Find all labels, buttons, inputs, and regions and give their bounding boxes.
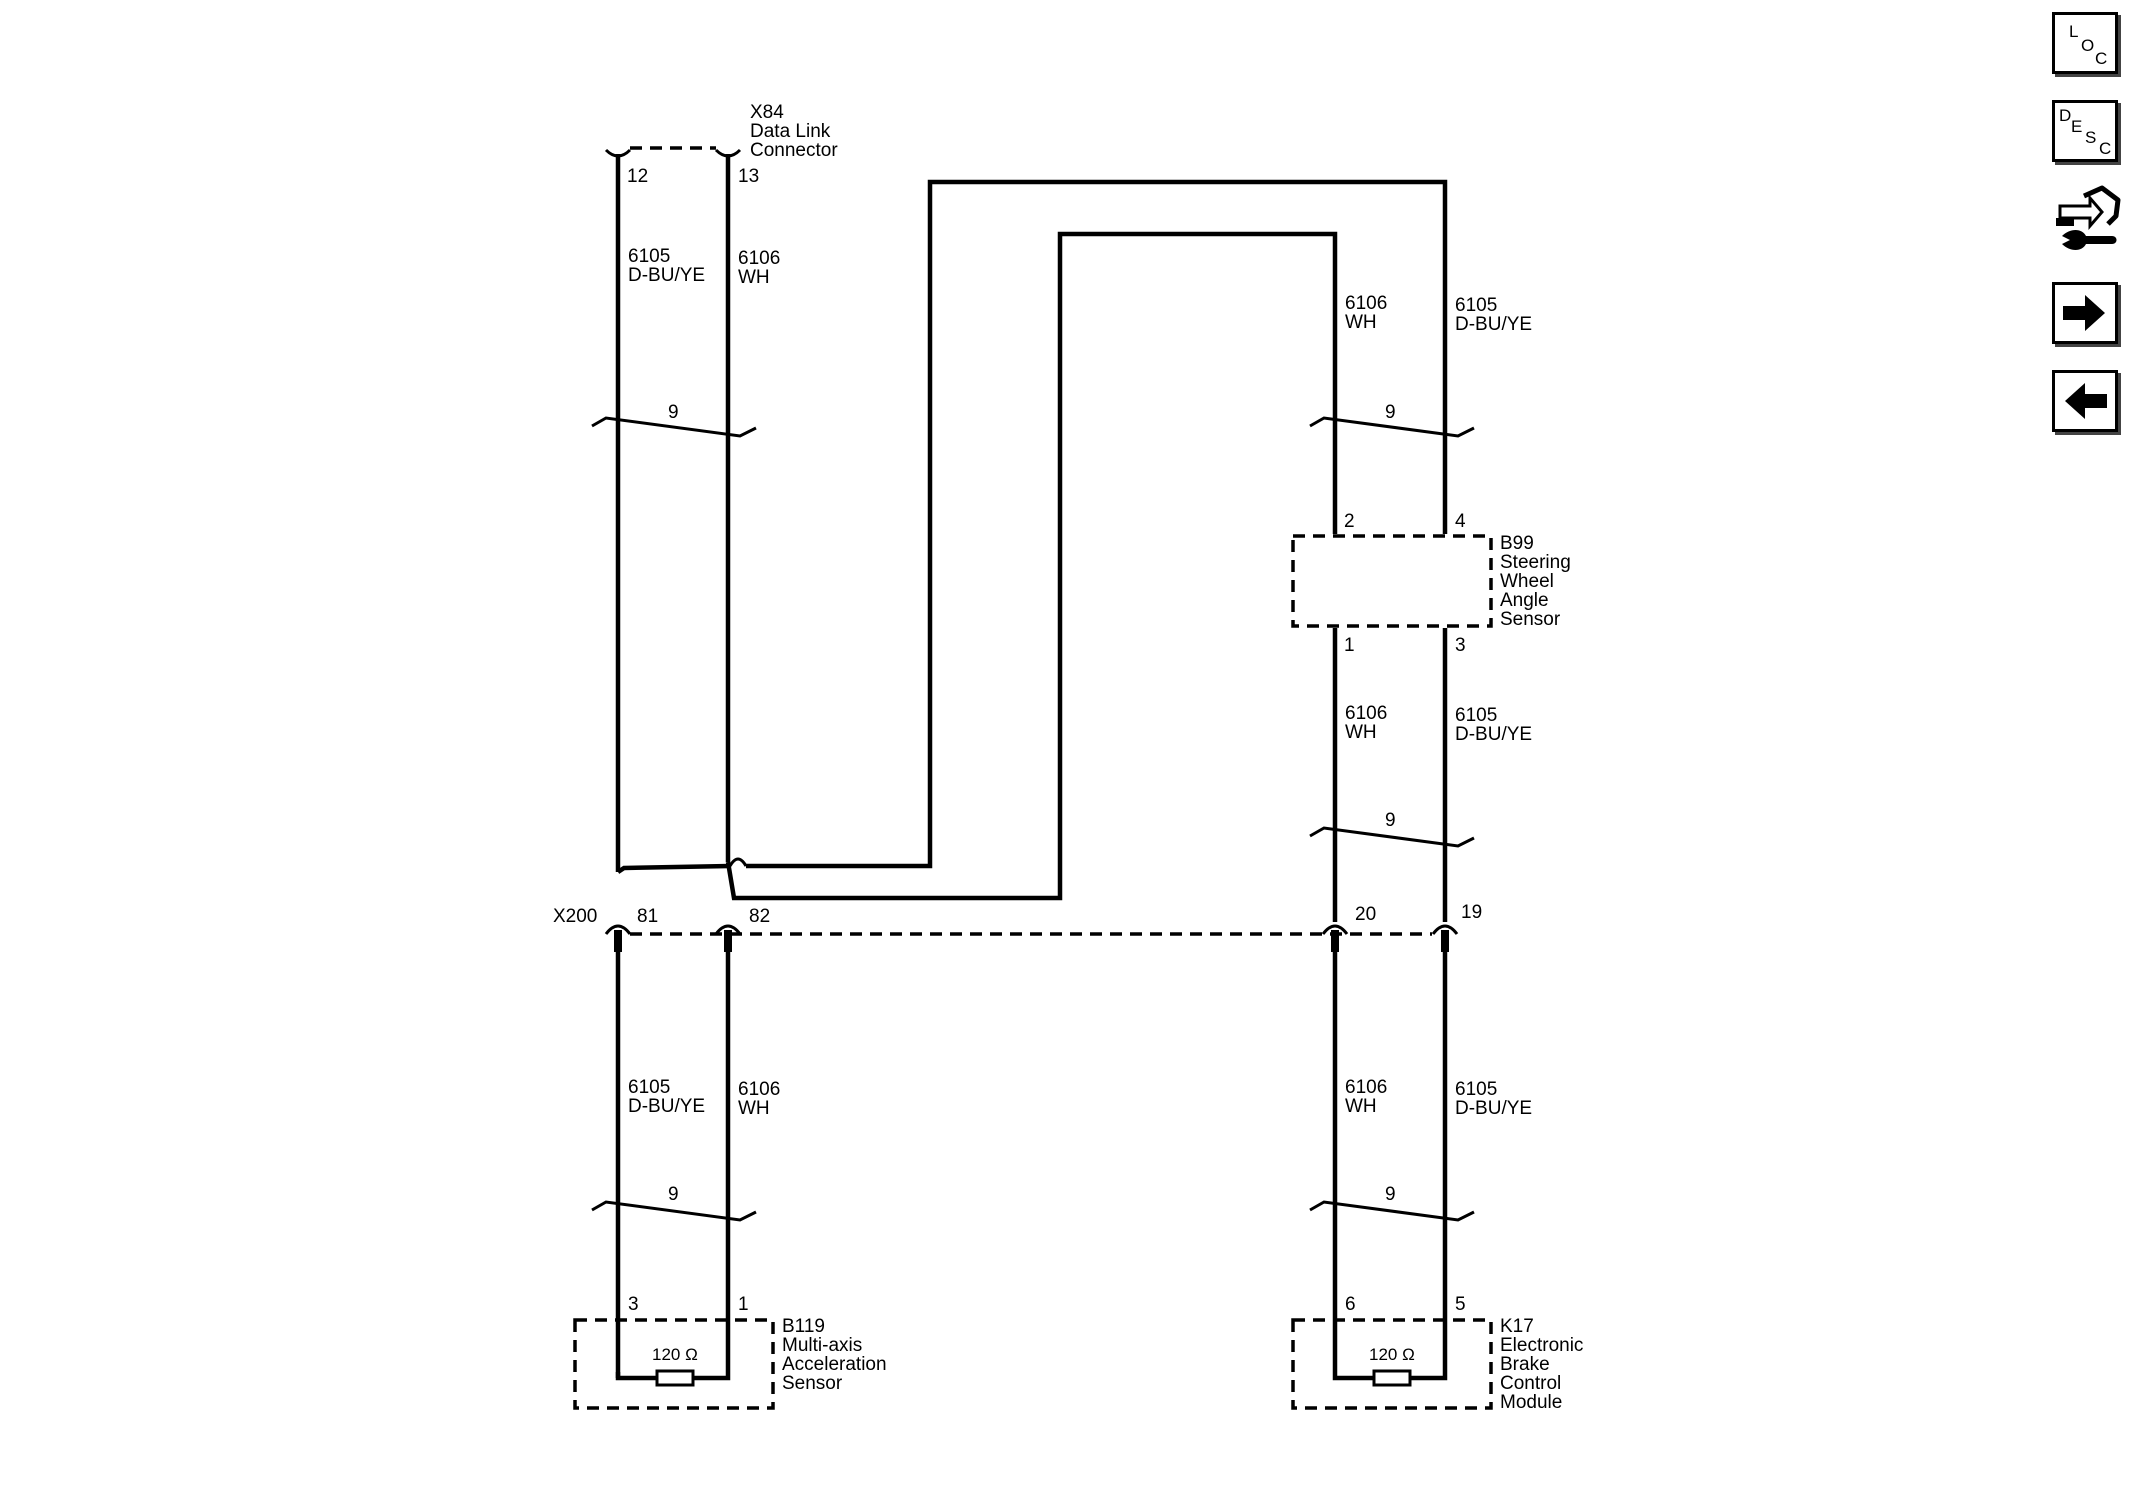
arrow-right-icon bbox=[2063, 295, 2105, 331]
x84-pin-13: 13 bbox=[738, 166, 759, 187]
twist-label: 9 bbox=[668, 402, 679, 423]
loc-letter-c: C bbox=[2095, 49, 2108, 68]
wire-label-6106: 6106 bbox=[738, 1079, 780, 1100]
b99-desc-2: Wheel bbox=[1500, 571, 1554, 592]
x84-desc-1: Data Link bbox=[750, 121, 831, 142]
description-button[interactable]: D E S C bbox=[2052, 100, 2118, 162]
x200-id: X200 bbox=[553, 906, 597, 927]
loc-letter-o: O bbox=[2081, 36, 2095, 55]
k17-resistor: 120 Ω bbox=[1369, 1345, 1415, 1364]
x84-desc-2: Connector bbox=[750, 140, 838, 161]
wire-label-6105: 6105 bbox=[1455, 295, 1497, 316]
k17-id: K17 bbox=[1500, 1316, 1534, 1337]
right-upper-wires: 6106 WH 6105 D-BU/YE 9 bbox=[1309, 293, 1532, 438]
wire-label-6106: 6106 bbox=[1345, 1077, 1387, 1098]
next-button[interactable] bbox=[2052, 282, 2118, 344]
desc-letter-s: S bbox=[2085, 128, 2097, 147]
wire-label-6105: 6105 bbox=[1455, 1079, 1497, 1100]
k17-pin-5: 5 bbox=[1455, 1294, 1466, 1315]
x200-pin-20: 20 bbox=[1355, 904, 1376, 925]
x200-pin-82: 82 bbox=[749, 906, 770, 927]
x200-pin-19: 19 bbox=[1461, 902, 1482, 923]
b119-desc-1: Multi-axis bbox=[782, 1335, 862, 1356]
connector-repair-button[interactable] bbox=[2052, 184, 2124, 260]
left-upper-wires: 6105 D-BU/YE 6106 WH 9 bbox=[591, 154, 1448, 901]
b99-desc-3: Angle bbox=[1500, 590, 1549, 611]
b99-pin-4: 4 bbox=[1455, 511, 1466, 532]
b99-desc-4: Sensor bbox=[1500, 609, 1561, 630]
wire-label-6106: 6106 bbox=[738, 248, 780, 269]
wire-color-dbuye: D-BU/YE bbox=[1455, 724, 1532, 745]
wire-color-wh: WH bbox=[1345, 312, 1377, 333]
k17-desc-3: Control bbox=[1500, 1373, 1561, 1394]
b119-id: B119 bbox=[782, 1316, 825, 1337]
right-middle-wires: 6106 WH 6105 D-BU/YE 9 bbox=[1309, 628, 1532, 922]
wire-color-wh: WH bbox=[738, 267, 770, 288]
loc-letter-l: L bbox=[2069, 22, 2079, 41]
wire-color-dbuye: D-BU/YE bbox=[628, 265, 705, 286]
wire-color-wh: WH bbox=[1345, 722, 1377, 743]
b99-pin-2: 2 bbox=[1344, 511, 1355, 532]
x84-pin-12: 12 bbox=[627, 166, 648, 187]
desc-letter-c: C bbox=[2099, 139, 2112, 158]
previous-button[interactable] bbox=[2052, 370, 2118, 432]
wire-label-6105: 6105 bbox=[1455, 705, 1497, 726]
b99-desc-1: Steering bbox=[1500, 552, 1571, 573]
b99-pin-3: 3 bbox=[1455, 635, 1466, 656]
wire-label-6105: 6105 bbox=[628, 1077, 670, 1098]
x200-pin-81: 81 bbox=[637, 906, 658, 927]
k17-component: 120 Ω 6 5 K17 Electronic Brake Control M… bbox=[1291, 1294, 1583, 1413]
desc-letter-e: E bbox=[2071, 117, 2083, 136]
twist-label: 9 bbox=[1385, 810, 1396, 831]
connector-repair-icon bbox=[2056, 185, 2121, 250]
b99-id: B99 bbox=[1500, 533, 1534, 554]
x84-id: X84 bbox=[750, 102, 784, 123]
b99-component: 2 4 1 3 B99 Steering Wheel Angle Sensor bbox=[1291, 511, 1571, 656]
wire-label-6106: 6106 bbox=[1345, 293, 1387, 314]
twist-label: 9 bbox=[1385, 402, 1396, 423]
wire-color-wh: WH bbox=[1345, 1096, 1377, 1117]
twist-label: 9 bbox=[668, 1184, 679, 1205]
wire-color-dbuye: D-BU/YE bbox=[1455, 314, 1532, 335]
location-button[interactable]: L O C bbox=[2052, 12, 2118, 74]
wire-color-dbuye: D-BU/YE bbox=[628, 1096, 705, 1117]
wire-color-wh: WH bbox=[738, 1098, 770, 1119]
k17-desc-4: Module bbox=[1500, 1392, 1562, 1413]
desc-letter-d: D bbox=[2059, 106, 2072, 125]
b119-desc-2: Acceleration bbox=[782, 1354, 887, 1375]
k17-desc-1: Electronic bbox=[1500, 1335, 1583, 1356]
wire-color-dbuye: D-BU/YE bbox=[1455, 1098, 1532, 1119]
twist-label: 9 bbox=[1385, 1184, 1396, 1205]
b99-pin-1: 1 bbox=[1344, 635, 1355, 656]
k17-pin-6: 6 bbox=[1345, 1294, 1356, 1315]
wire-label-6105: 6105 bbox=[628, 246, 670, 267]
b119-resistor: 120 Ω bbox=[652, 1345, 698, 1364]
k17-desc-2: Brake bbox=[1500, 1354, 1550, 1375]
b119-pin-1: 1 bbox=[738, 1294, 749, 1315]
arrow-left-icon bbox=[2065, 383, 2107, 419]
lower-wires: 6105 D-BU/YE 6106 WH 6106 WH 6105 D-BU/Y… bbox=[591, 930, 1532, 1372]
b119-component: 120 Ω 3 1 B119 Multi-axis Acceleration S… bbox=[573, 1294, 887, 1410]
x84-connector: X84 Data Link Connector 12 13 bbox=[604, 102, 838, 187]
x200-connector: X200 81 82 20 19 bbox=[553, 902, 1482, 936]
b119-desc-3: Sensor bbox=[782, 1373, 843, 1394]
b119-pin-3: 3 bbox=[628, 1294, 639, 1315]
wire-label-6106: 6106 bbox=[1345, 703, 1387, 724]
